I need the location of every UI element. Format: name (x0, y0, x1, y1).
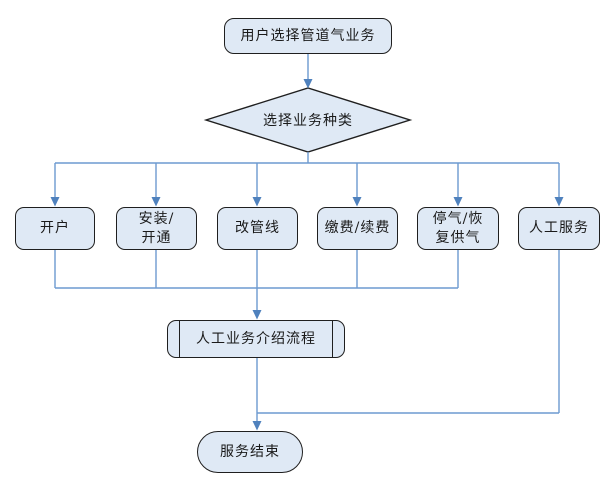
node-decision-label: 选择业务种类 (263, 113, 353, 129)
predefined-bar-left (179, 321, 181, 357)
node-stop-resume-gas: 停气/恢 复供气 (417, 207, 499, 250)
node-open-account: 开户 (15, 207, 95, 250)
node-start: 用户选择管道气业务 (224, 18, 392, 54)
node-change-pipeline-label: 改管线 (235, 220, 280, 237)
predefined-bar-right (331, 321, 333, 357)
node-manual-service: 人工服务 (518, 207, 600, 250)
node-open-account-label: 开户 (40, 220, 70, 237)
node-start-label: 用户选择管道气业务 (240, 27, 376, 44)
node-end-label: 服务结束 (220, 443, 280, 460)
node-decision: 选择业务种类 (206, 88, 410, 152)
node-stop-resume-gas-label: 停气/恢 复供气 (432, 211, 484, 246)
arrowheads (50, 79, 564, 431)
node-install-activate-label: 安装/ 开通 (138, 211, 175, 246)
node-change-pipeline: 改管线 (217, 207, 298, 250)
node-pay-renew-label: 缴费/续费 (324, 220, 391, 237)
node-manual-intro-process-label: 人工业务介绍流程 (196, 330, 316, 347)
node-install-activate: 安装/ 开通 (116, 207, 197, 250)
node-pay-renew: 缴费/续费 (317, 207, 398, 250)
node-manual-service-label: 人工服务 (529, 220, 589, 237)
decision-diamond-shape (203, 87, 413, 153)
connector-lines (54, 54, 560, 422)
node-manual-intro-process: 人工业务介绍流程 (167, 320, 345, 358)
node-end: 服务结束 (197, 431, 303, 473)
